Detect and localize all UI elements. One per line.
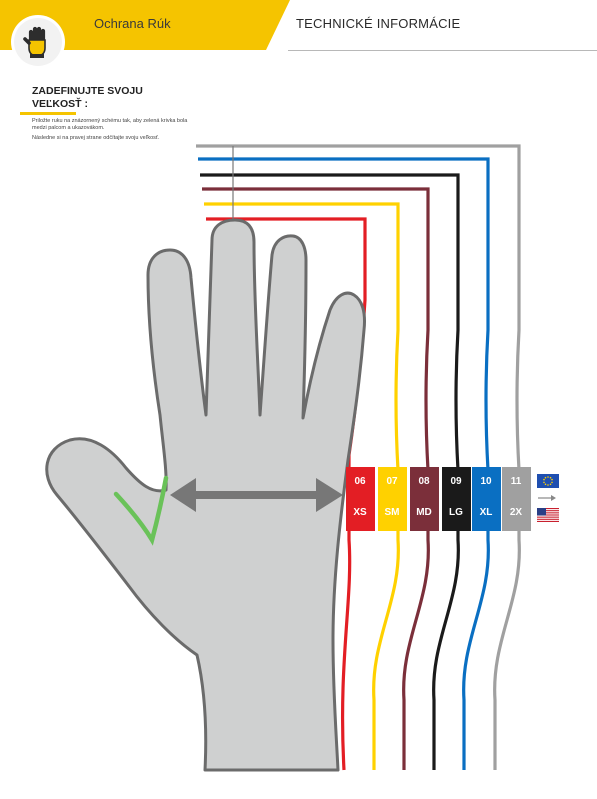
instructions-underline (20, 112, 76, 115)
size-eu-09: 09 (450, 476, 462, 487)
header-section-title: TECHNICKÉ INFORMÁCIE (296, 16, 461, 31)
arrow-right-icon (538, 495, 556, 501)
glove-icon (23, 26, 46, 58)
size-block-08 (410, 467, 439, 531)
size-block-10 (472, 467, 501, 531)
logo (14, 18, 62, 66)
header-title: Ochrana Rúk (94, 16, 171, 31)
size-eu-07: 07 (386, 476, 398, 487)
size-eu-10: 10 (480, 476, 492, 487)
size-line-07 (204, 202, 400, 770)
size-us-sm: SM (384, 507, 400, 518)
header: Ochrana Rúk TECHNICKÉ INFORMÁCIE (0, 0, 597, 52)
size-blocks (346, 467, 531, 531)
us-flag-icon (537, 508, 559, 522)
size-eu-06: 06 (354, 476, 366, 487)
size-us-xs: XS (353, 507, 367, 518)
size-block-11 (502, 467, 531, 531)
header-rule (288, 50, 597, 51)
instructions-paragraph-2: Následne si na pravej strane odčítajte s… (32, 135, 160, 141)
size-us-xl: XL (479, 507, 493, 518)
instructions-text: Priložte ruku na znázornený schému tak, … (32, 118, 192, 145)
size-eu-08: 08 (418, 476, 430, 487)
size-lines (196, 144, 521, 771)
size-line-10 (198, 157, 490, 770)
measurement-arrow (170, 478, 343, 512)
size-us-md: MD (416, 507, 432, 518)
size-us-lg: LG (449, 507, 463, 518)
size-line-08 (202, 187, 430, 770)
header-tab (0, 0, 290, 50)
instructions-paragraph-1: Priložte ruku na znázornený schému tak, … (32, 118, 188, 131)
thumb-guide-curve (113, 475, 169, 546)
size-block-07 (378, 467, 407, 531)
size-eu-11: 11 (510, 476, 522, 487)
size-block-06 (346, 467, 375, 531)
instructions-title: ZADEFINUJTE SVOJU VEĽKOSŤ : (32, 85, 143, 110)
size-block-09 (442, 467, 471, 531)
size-us-2x: 2X (509, 507, 523, 518)
size-line-11 (196, 144, 521, 770)
eu-flag-icon (537, 474, 559, 488)
size-line-09 (200, 173, 460, 770)
